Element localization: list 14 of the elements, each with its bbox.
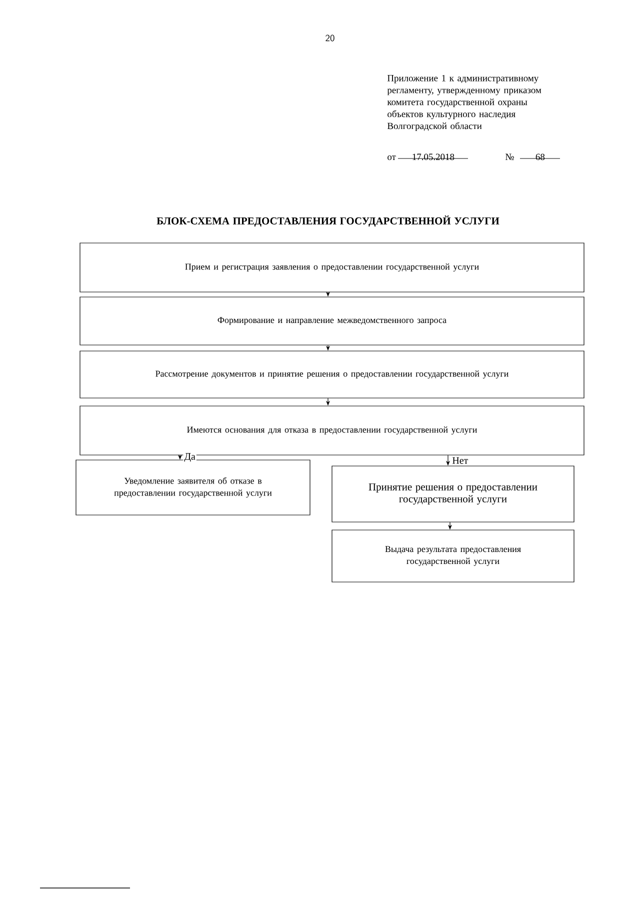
appendix-note: Приложение 1 к административному регламенту, утвержденному приказом комитета государственной охраны объектов культурного наследия Волгоградской области xyxy=(387,74,542,132)
process-box: Прием и регистрация заявления о предоставлении государственной услуги xyxy=(80,242,584,292)
label: № xyxy=(505,154,514,160)
process-box: Выдача результата предоставления государственной услуги xyxy=(332,530,574,582)
label: от xyxy=(388,156,396,160)
number-field: 68 xyxy=(536,154,545,160)
title: БЛОК-СХЕМА ПРЕДОСТАВЛЕНИЯ ГОСУДАРСТВЕННОЙ УСЛУГИ xyxy=(156,215,500,227)
process-box: Принятие решения о предоставлении государственной услуги xyxy=(332,466,574,522)
process-box: Рассмотрение документов и принятие решения о предоставлении государственной услуги xyxy=(80,350,584,398)
edge-label: Да xyxy=(183,452,196,463)
page-number: 20 xyxy=(326,34,334,42)
date-field: 17.05.2018 xyxy=(412,154,454,160)
edge-label: Нет xyxy=(451,456,470,465)
process-box: Формирование и направление межведомственного запроса xyxy=(80,296,584,346)
